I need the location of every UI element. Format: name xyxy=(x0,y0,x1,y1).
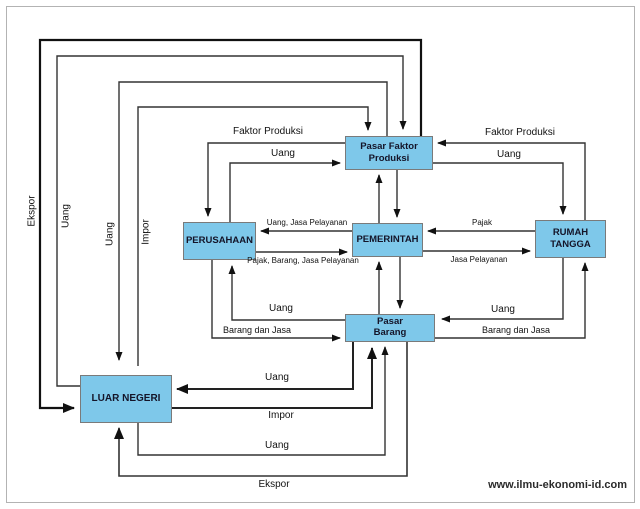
edge-label-impor-bawah: Impor xyxy=(268,410,294,421)
node-pemerintah: PEMERINTAH xyxy=(352,223,423,257)
edge-label-uang-jasa-pelayanan: Uang, Jasa Pelayanan xyxy=(266,218,348,227)
edge-impor-luar-negeri-to-pasar-barang xyxy=(172,347,377,409)
node-rumah-tangga: RUMAH TANGGA xyxy=(535,220,606,258)
edge-label-uang-top-right: Uang xyxy=(497,149,521,160)
edge-barang-dan-jasa-pasar-barang-to-rumah-tangga xyxy=(435,262,589,339)
node-label: Barang xyxy=(373,327,407,338)
node-perusahaan: PERUSAHAAN xyxy=(183,222,256,260)
node-pasar-faktor-produksi: Pasar Faktor Produksi xyxy=(345,136,433,170)
edge-label-uang-kiri-1: Uang xyxy=(60,204,72,228)
node-pasar-barang: Pasar Barang xyxy=(345,314,435,342)
edge-label-uang-luar-negeri-bawah: Uang xyxy=(265,440,289,451)
edge-label-faktor-produksi-right: Faktor Produksi xyxy=(484,127,556,138)
edge-label-pajak-barang-jasa-pelayanan: Pajak, Barang, Jasa Pelayanan xyxy=(247,256,359,265)
edge-ekspor-pasar-barang-to-luar-negeri xyxy=(114,342,408,477)
edge-label-barang-dan-jasa-left: Barang dan Jasa xyxy=(222,325,292,335)
edge-label-jasa-pelayanan: Jasa Pelayanan xyxy=(450,255,508,264)
edge-label-impor-kiri: Impor xyxy=(140,219,152,245)
edge-uang-luar-negeri-to-pasar-barang xyxy=(137,346,389,456)
node-label: TANGGA xyxy=(550,239,591,250)
edge-label-ekspor-bawah: Ekspor xyxy=(258,479,290,490)
node-luar-negeri: LUAR NEGERI xyxy=(80,375,172,423)
edge-uang-pasar-barang-to-luar-negeri xyxy=(176,342,354,394)
edge-impor-luar-negeri-to-pfp xyxy=(137,106,372,366)
edge-label-faktor-produksi-left: Faktor Produksi xyxy=(232,126,304,137)
edge-uang-perusahaan-to-pfp xyxy=(229,159,341,222)
edge-label-uang-mid-left: Uang xyxy=(269,303,293,314)
edge-uang-pasar-barang-to-perusahaan xyxy=(228,265,345,321)
edge-label-ekspor-kiri: Ekspor xyxy=(26,195,38,227)
edge-uang-rumah-tangga-to-pasar-barang xyxy=(441,258,564,323)
edge-label-uang-luar-negeri-atas: Uang xyxy=(265,372,289,383)
edge-faktor-produksi-pfp-to-perusahaan xyxy=(204,142,345,217)
edge-uang-luar-negeri-to-pfp xyxy=(56,55,407,387)
edge-label-uang-kiri-2: Uang xyxy=(104,222,116,246)
node-label: Pasar Faktor xyxy=(360,141,418,153)
node-label: RUMAH xyxy=(552,227,589,239)
edge-uang-pfp-to-rumah-tangga xyxy=(433,162,567,215)
edge-label-barang-dan-jasa-right: Barang dan Jasa xyxy=(481,325,551,335)
edge-label-uang-mid-right: Uang xyxy=(491,304,515,315)
edge-uang-pfp-to-luar-negeri xyxy=(115,81,388,361)
watermark-text: www.ilmu-ekonomi-id.com xyxy=(488,479,627,491)
node-label: Produksi xyxy=(368,153,410,164)
edge-label-pajak: Pajak xyxy=(471,218,493,227)
edge-ekspor-pfp-to-luar-negeri xyxy=(38,38,423,413)
diagram-border xyxy=(6,6,635,503)
edge-label-uang-top-left: Uang xyxy=(271,148,295,159)
node-label: LUAR NEGERI xyxy=(91,392,161,404)
edge-faktor-produksi-rumah-tangga-to-pfp xyxy=(437,139,586,220)
edge-barang-dan-jasa-perusahaan-to-pasar-barang xyxy=(211,260,341,342)
node-label: PERUSAHAAN xyxy=(185,235,254,247)
node-label: Pasar xyxy=(377,316,403,328)
node-label: PEMERINTAH xyxy=(356,234,419,246)
